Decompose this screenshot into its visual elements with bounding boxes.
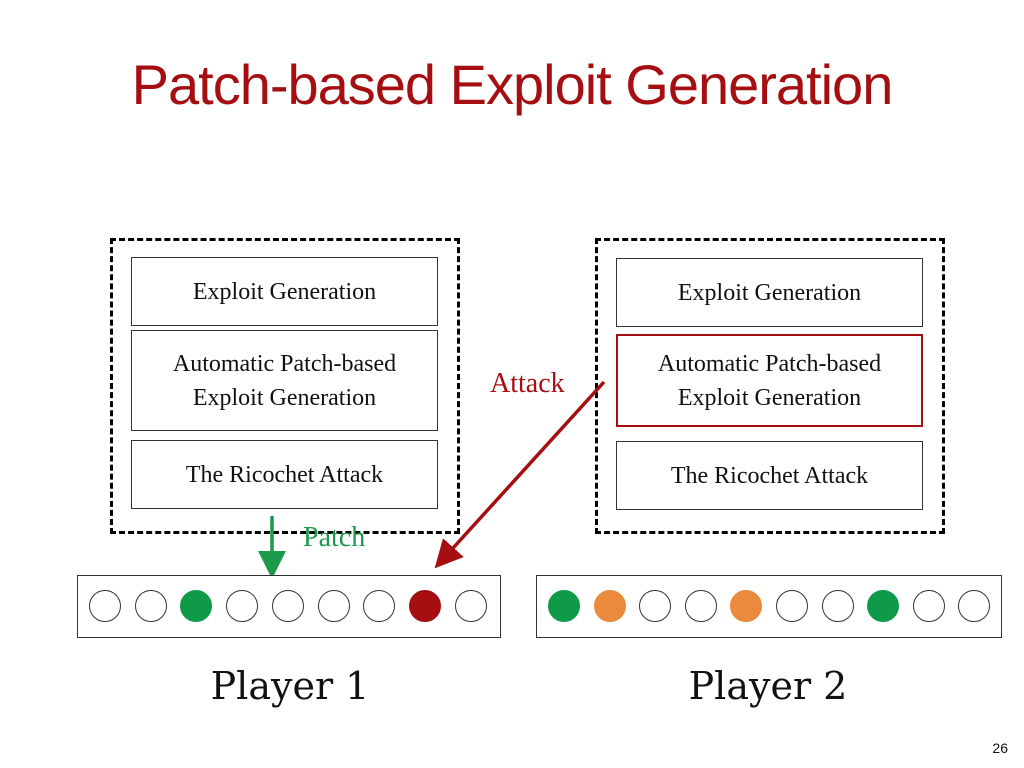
player2-slot-empty: [776, 590, 808, 622]
attack-arrow: [434, 380, 606, 569]
player2-slot-green: [548, 590, 580, 622]
player2-slot-orange: [593, 590, 626, 622]
patch-label: Patch: [303, 522, 366, 553]
player1-slot-empty: [226, 590, 259, 622]
player2-slot-orange: [730, 590, 763, 622]
player1-slot-green: [180, 590, 213, 622]
page-number: 26: [992, 740, 1008, 756]
player1-automatic-patch-based-box: Automatic Patch-based Exploit Generation: [131, 330, 438, 431]
slide-title: Patch-based Exploit Generation: [131, 53, 894, 116]
player2-slot-empty: [684, 590, 717, 622]
player1-slot-empty: [134, 590, 167, 622]
player2-slot-green: [867, 590, 900, 622]
player1-slot-empty: [89, 590, 121, 622]
player2-slot-empty: [912, 590, 945, 622]
player2-ricochet-attack-box: The Ricochet Attack: [616, 441, 923, 510]
player1-slot-empty: [317, 590, 350, 622]
player2-exploit-generation-box: Exploit Generation: [616, 258, 923, 327]
player1-slot-empty: [454, 590, 487, 622]
player2-label: Player 2: [688, 664, 848, 708]
player1-exploit-generation-box: Exploit Generation: [131, 257, 438, 326]
player2-slot-empty: [958, 590, 991, 622]
player1-slot-red: [408, 590, 441, 622]
attack-label: Attack: [490, 368, 565, 399]
player2-slot-empty: [821, 590, 854, 622]
player1-slot-empty: [363, 590, 396, 622]
player1-ricochet-attack-box: The Ricochet Attack: [131, 440, 438, 509]
player1-label: Player 1: [210, 664, 370, 708]
player1-slot-empty: [271, 590, 304, 622]
player2-slot-empty: [639, 590, 672, 622]
player2-automatic-patch-based-box: Automatic Patch-based Exploit Generation: [616, 334, 923, 427]
